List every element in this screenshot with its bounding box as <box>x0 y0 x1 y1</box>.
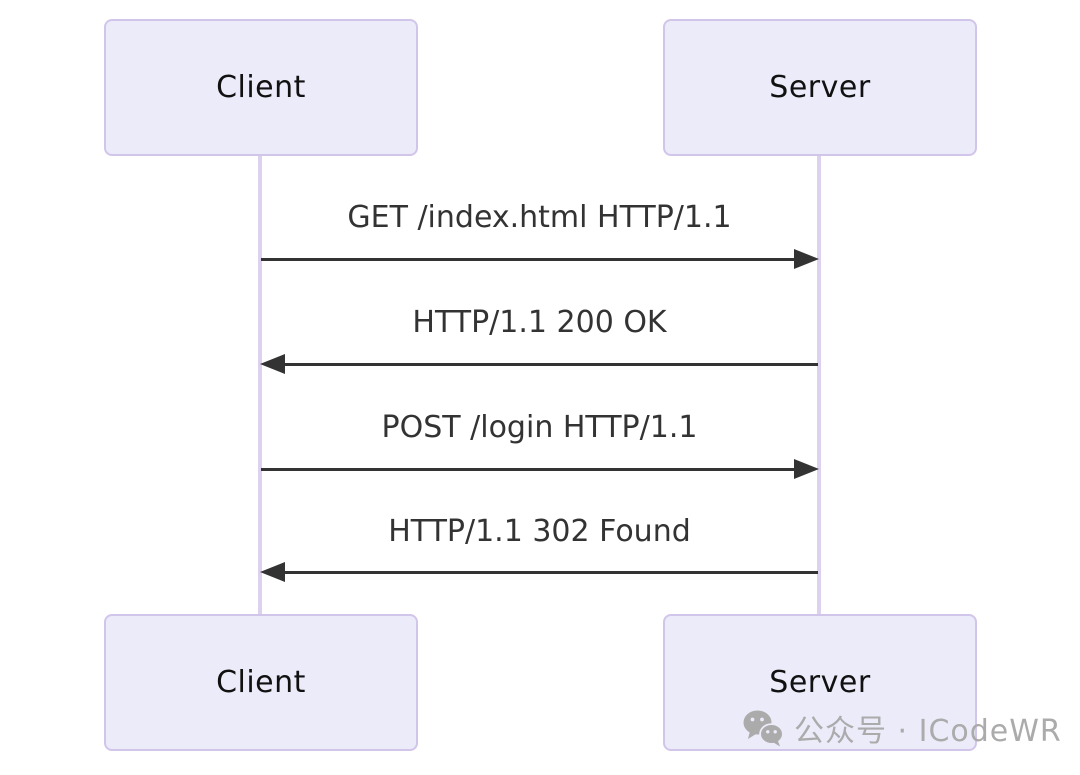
watermark-text: 公众号 · ICodeWR <box>794 714 1062 749</box>
message-arrow <box>261 468 795 471</box>
arrow-head-left-icon <box>260 354 285 374</box>
actor-box-client-bottom: Client <box>104 614 418 751</box>
watermark: 公众号 · ICodeWR <box>742 706 1062 750</box>
lifeline-server <box>817 156 821 615</box>
actor-label-client: Client <box>216 665 306 700</box>
actor-label-server: Server <box>769 665 871 700</box>
lifeline-client <box>258 156 262 615</box>
wechat-icon <box>742 709 784 747</box>
message-label: POST /login HTTP/1.1 <box>381 410 698 445</box>
message-arrow <box>261 258 795 261</box>
actor-label-server: Server <box>769 70 871 105</box>
message-label: GET /index.html HTTP/1.1 <box>347 200 732 235</box>
message-label: HTTP/1.1 302 Found <box>388 514 691 549</box>
actor-box-server-bottom: Server <box>663 614 977 751</box>
actor-box-client-top: Client <box>104 19 418 156</box>
arrow-head-right-icon <box>794 249 819 269</box>
message-label: HTTP/1.1 200 OK <box>412 305 667 340</box>
actor-label-client: Client <box>216 70 306 105</box>
arrow-head-left-icon <box>260 562 285 582</box>
message-arrow <box>285 571 818 574</box>
arrow-head-right-icon <box>794 459 819 479</box>
message-arrow <box>285 363 818 366</box>
actor-box-server-top: Server <box>663 19 977 156</box>
